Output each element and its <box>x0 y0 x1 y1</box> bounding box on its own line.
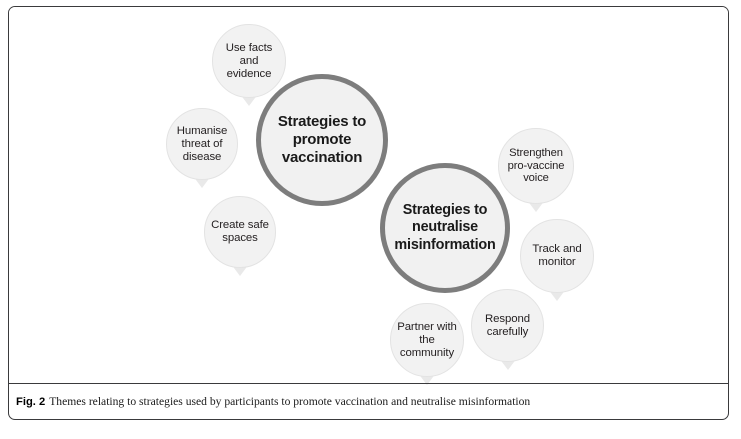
theme-circle-neutralise-misinformation[interactable]: Strategies to neutralise misinformation <box>380 163 510 293</box>
pin-label: Partner with the community <box>397 320 457 359</box>
pin-respond-carefully[interactable]: Respond carefully <box>471 289 544 370</box>
theme-label: Strategies to promote vaccination <box>277 113 367 166</box>
pin-track-and-monitor[interactable]: Track and monitor <box>520 219 594 301</box>
figure-frame: Use facts and evidence Humanise threat o… <box>8 6 729 420</box>
pin-create-safe-spaces[interactable]: Create safe spaces <box>204 196 276 276</box>
pin-use-facts-and-evidence[interactable]: Use facts and evidence <box>212 24 286 106</box>
pin-humanise-threat-of-disease[interactable]: Humanise threat of disease <box>166 108 238 188</box>
caption-divider <box>9 383 728 384</box>
pin-label: Respond carefully <box>485 312 530 338</box>
caption-text: Themes relating to strategies used by pa… <box>49 395 531 408</box>
pin-partner-with-the-community[interactable]: Partner with the community <box>390 303 464 385</box>
pin-bubble: Respond carefully <box>471 289 544 362</box>
pin-label: Humanise threat of disease <box>176 124 228 163</box>
pin-label: Create safe spaces <box>211 219 269 244</box>
pin-label: Track and monitor <box>532 243 582 268</box>
pin-bubble: Strengthen pro-vaccine voice <box>498 128 574 204</box>
pin-strengthen-pro-vaccine-voice[interactable]: Strengthen pro-vaccine voice <box>498 128 574 212</box>
figure-caption: Fig. 2 Themes relating to strategies use… <box>9 384 728 419</box>
pin-bubble: Track and monitor <box>520 219 594 293</box>
pin-bubble: Use facts and evidence <box>212 24 286 98</box>
pin-label: Strengthen pro-vaccine voice <box>507 146 565 185</box>
caption-figure-number: Fig. 2 <box>16 395 46 408</box>
diagram-canvas: Use facts and evidence Humanise threat o… <box>9 7 728 385</box>
pin-label: Use facts and evidence <box>225 41 273 80</box>
theme-circle-promote-vaccination[interactable]: Strategies to promote vaccination <box>256 74 388 206</box>
pin-bubble: Partner with the community <box>390 303 464 377</box>
theme-label: Strategies to neutralise misinformation <box>394 202 496 253</box>
pin-bubble: Create safe spaces <box>204 196 276 268</box>
pin-bubble: Humanise threat of disease <box>166 108 238 180</box>
